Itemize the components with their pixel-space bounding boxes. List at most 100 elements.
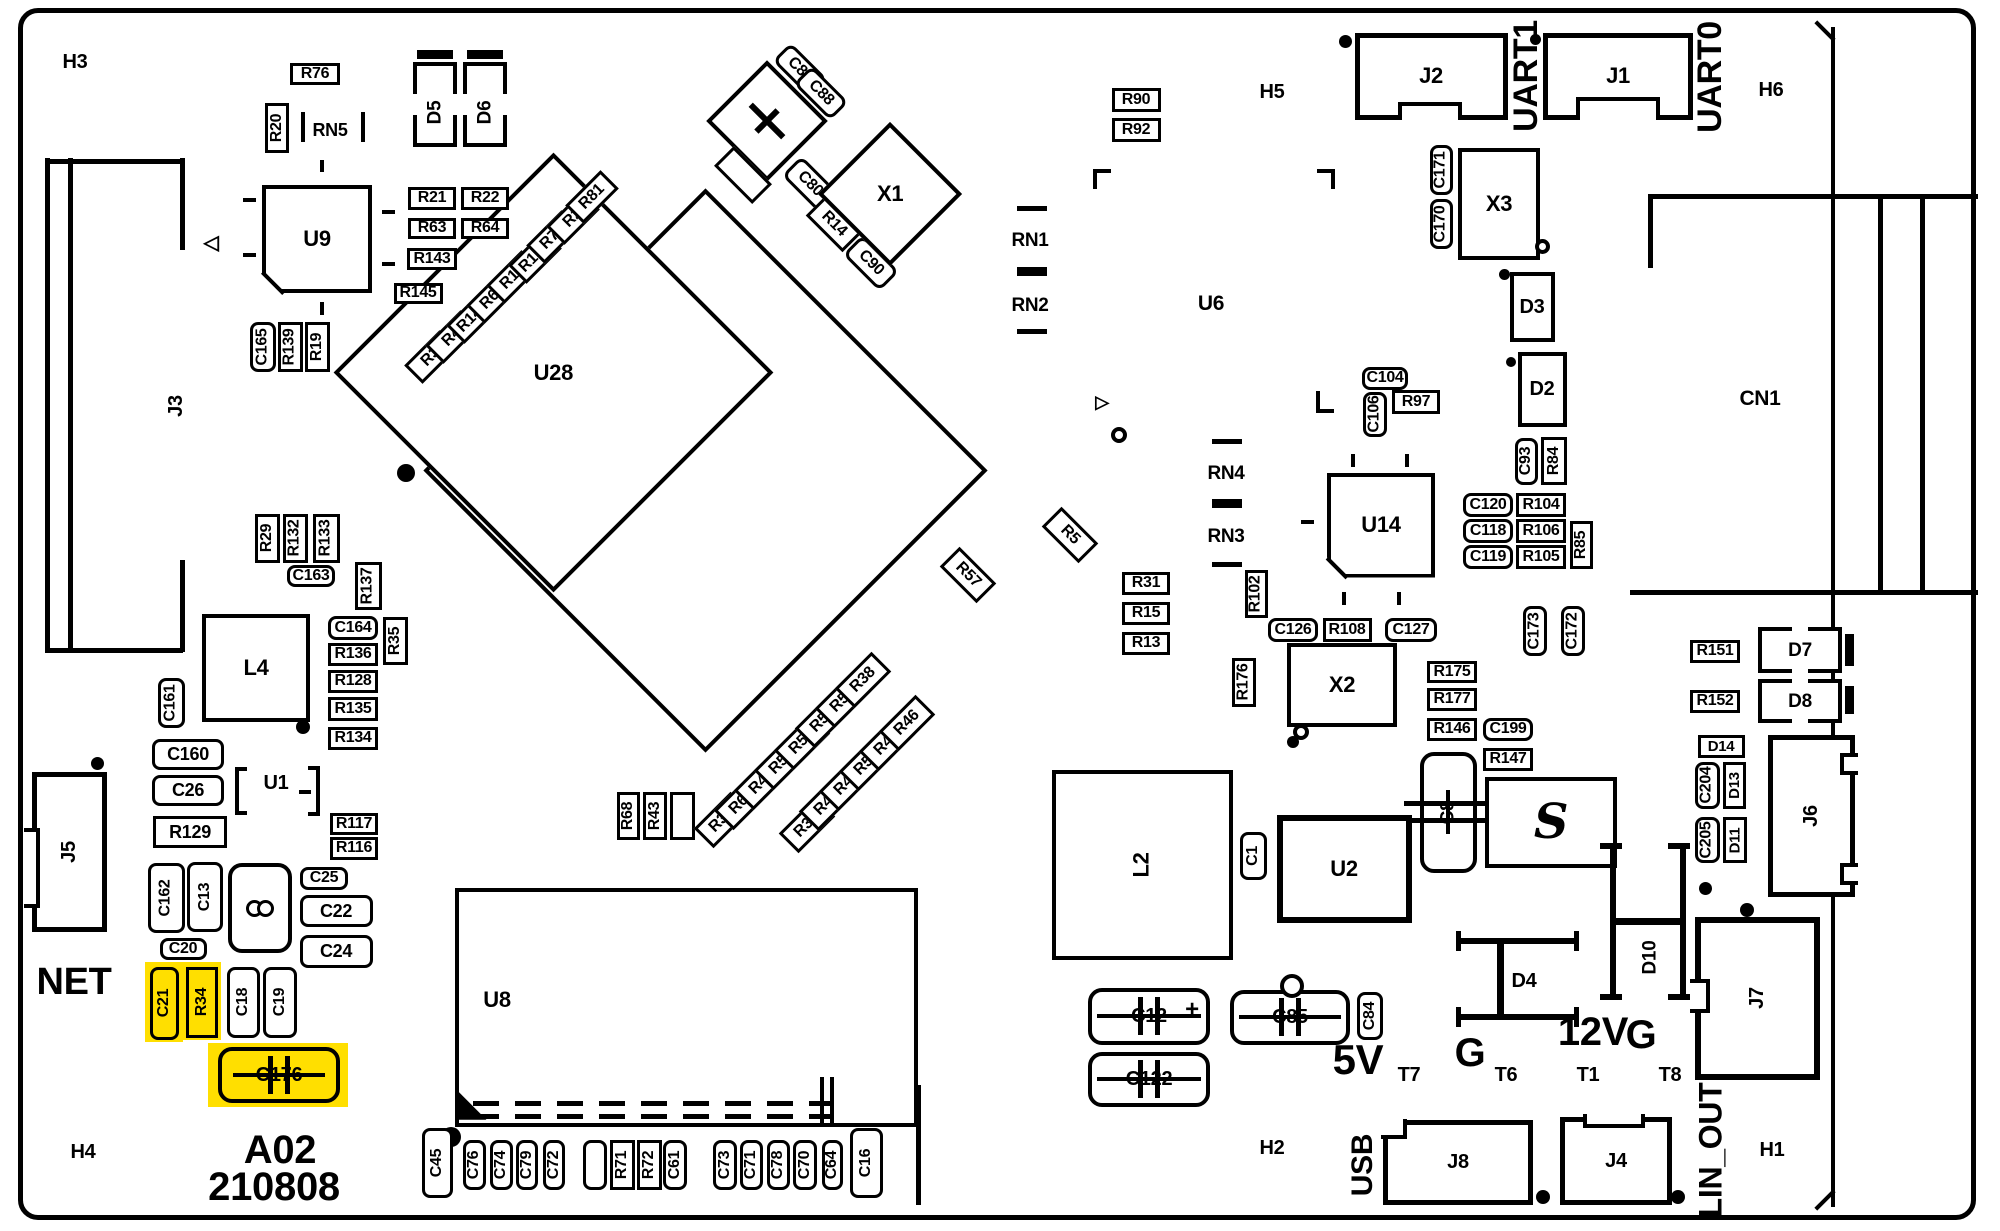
pin1-dot [1529, 33, 1541, 45]
cap-c18: C18 [226, 966, 260, 1038]
pin1-dot [1338, 34, 1352, 48]
silkscreen-text: C160 [167, 744, 209, 764]
silkscreen-text: U1 [263, 772, 289, 794]
label-u6: U6 [1198, 293, 1225, 314]
silkscreen-text: R19 [308, 332, 326, 362]
resnet-tick [1212, 438, 1242, 444]
res-r84: R84 [1541, 437, 1567, 485]
silkscreen-text: C126 [1274, 621, 1312, 638]
pin1-dot [1698, 881, 1712, 895]
silkscreen-text: R132 [286, 519, 303, 557]
label-h4: H4 [71, 1142, 96, 1162]
res-r117: R117 [330, 813, 378, 835]
cap-c93: C93 [1514, 437, 1538, 485]
label-12v: 12V [1558, 1012, 1629, 1052]
resnet-tick [1017, 205, 1047, 211]
label-uart1: UART1 [1507, 20, 1545, 132]
cap-c126: C126 [1268, 618, 1318, 642]
label-t6: T6 [1495, 1065, 1518, 1085]
silkscreen-text: RN1 [1011, 229, 1049, 251]
cap-c20: C20 [159, 938, 207, 960]
pcb-silk-line [1600, 843, 1622, 849]
pcb-silk-line [820, 1077, 824, 1127]
silkscreen-text: 5V [1332, 1036, 1384, 1083]
pcb-silk-line [242, 198, 256, 202]
label-rn2: RN2 [1011, 296, 1048, 315]
conn-cn1-outline [1630, 589, 1978, 595]
silkscreen-text: C8 [1437, 800, 1459, 824]
res-r139: R139 [277, 322, 303, 372]
silkscreen-text: J5 [58, 841, 80, 863]
pin1-dot [90, 756, 104, 770]
silkscreen-text: C72 [545, 1150, 563, 1180]
pin1-triangle-icon: ◣ [459, 1087, 485, 1121]
silkscreen-text: U6 [1197, 291, 1225, 315]
pin1-dot [1740, 903, 1754, 917]
label-date: 210808 [208, 1167, 340, 1207]
silkscreen-text: J4 [1605, 1150, 1627, 1172]
silkscreen-text: D4 [1511, 970, 1537, 992]
silkscreen-text: R135 [334, 700, 372, 717]
cap-c163: C163 [287, 565, 335, 587]
cap-c73: C73 [713, 1140, 737, 1190]
silkscreen-text: R76 [300, 65, 330, 82]
res-r21: R21 [408, 186, 456, 210]
pcb-silk-line [1455, 1007, 1461, 1027]
diode-d7-bar [1844, 634, 1854, 666]
silkscreen-text: C78 [769, 1150, 787, 1180]
diode-d6-body [463, 62, 507, 94]
cap-c45: C45 [421, 1128, 453, 1198]
silkscreen-text: C79 [518, 1150, 536, 1180]
silkscreen-text: U2 [1330, 856, 1358, 881]
silkscreen-text: R20 [268, 113, 286, 143]
conn-j3-outline [179, 560, 185, 652]
label-5v: 5V [1333, 1039, 1384, 1081]
chip-u9: U9 [262, 185, 372, 293]
cap-c104: C104 [1362, 366, 1408, 390]
res-r85: R85 [1569, 521, 1593, 569]
silkscreen-text: T1 [1576, 1064, 1600, 1086]
label-u1: U1 [264, 773, 289, 793]
res-r104: R104 [1516, 493, 1566, 517]
silkscreen-text: C74 [492, 1150, 510, 1180]
cap-c71: C71 [739, 1140, 763, 1190]
res-r43: R43 [643, 792, 667, 840]
silkscreen-text: D7 [1788, 639, 1812, 661]
silkscreen-text: J7 [1746, 987, 1768, 1009]
silkscreen-text: C173 [1526, 612, 1543, 650]
res-r143: R143 [407, 248, 457, 270]
silkscreen-text: U9 [303, 226, 331, 251]
silkscreen-text: D11 [1726, 827, 1744, 853]
silkscreen-text: R145 [399, 284, 437, 301]
silkscreen-text: C93 [1517, 446, 1535, 476]
cap-c19: C19 [263, 966, 297, 1038]
silkscreen-text: RN5 [312, 120, 348, 140]
silkscreen-text: R97 [1401, 393, 1431, 410]
label-rn5: RN5 [312, 121, 347, 139]
cap-c120: C120 [1463, 493, 1513, 517]
silkscreen-text: R136 [334, 645, 372, 662]
label-h5: H5 [1260, 82, 1285, 102]
fiducial-corner [1317, 169, 1335, 189]
res-r97: R97 [1392, 390, 1440, 414]
silkscreen-text: R63 [417, 219, 447, 236]
cap-c176: C176 [218, 1047, 340, 1103]
silkscreen-text: C22 [319, 901, 353, 921]
silkscreen-text: T6 [1494, 1064, 1518, 1086]
label-d6: D6 [475, 100, 496, 124]
silkscreen-text: C163 [292, 567, 330, 584]
silkscreen-text: R128 [334, 672, 372, 689]
chip-x3: X3 [1458, 148, 1540, 260]
res-r15: R15 [1122, 601, 1170, 625]
diode-d8-body [1808, 679, 1842, 723]
silkscreen-text: C164 [334, 619, 372, 636]
conn-j3-label: J3 [165, 395, 187, 417]
cap-c172: C172 [1561, 606, 1585, 656]
silkscreen-text: R21 [417, 189, 447, 206]
silkscreen-text: H6 [1758, 79, 1784, 101]
silkscreen-text: D6 [474, 100, 496, 124]
silkscreen-text: D3 [1519, 296, 1545, 318]
silkscreen-text: + [1185, 996, 1199, 1023]
connector-notch [1690, 979, 1710, 1013]
silkscreen-text: R34 [193, 987, 211, 1017]
